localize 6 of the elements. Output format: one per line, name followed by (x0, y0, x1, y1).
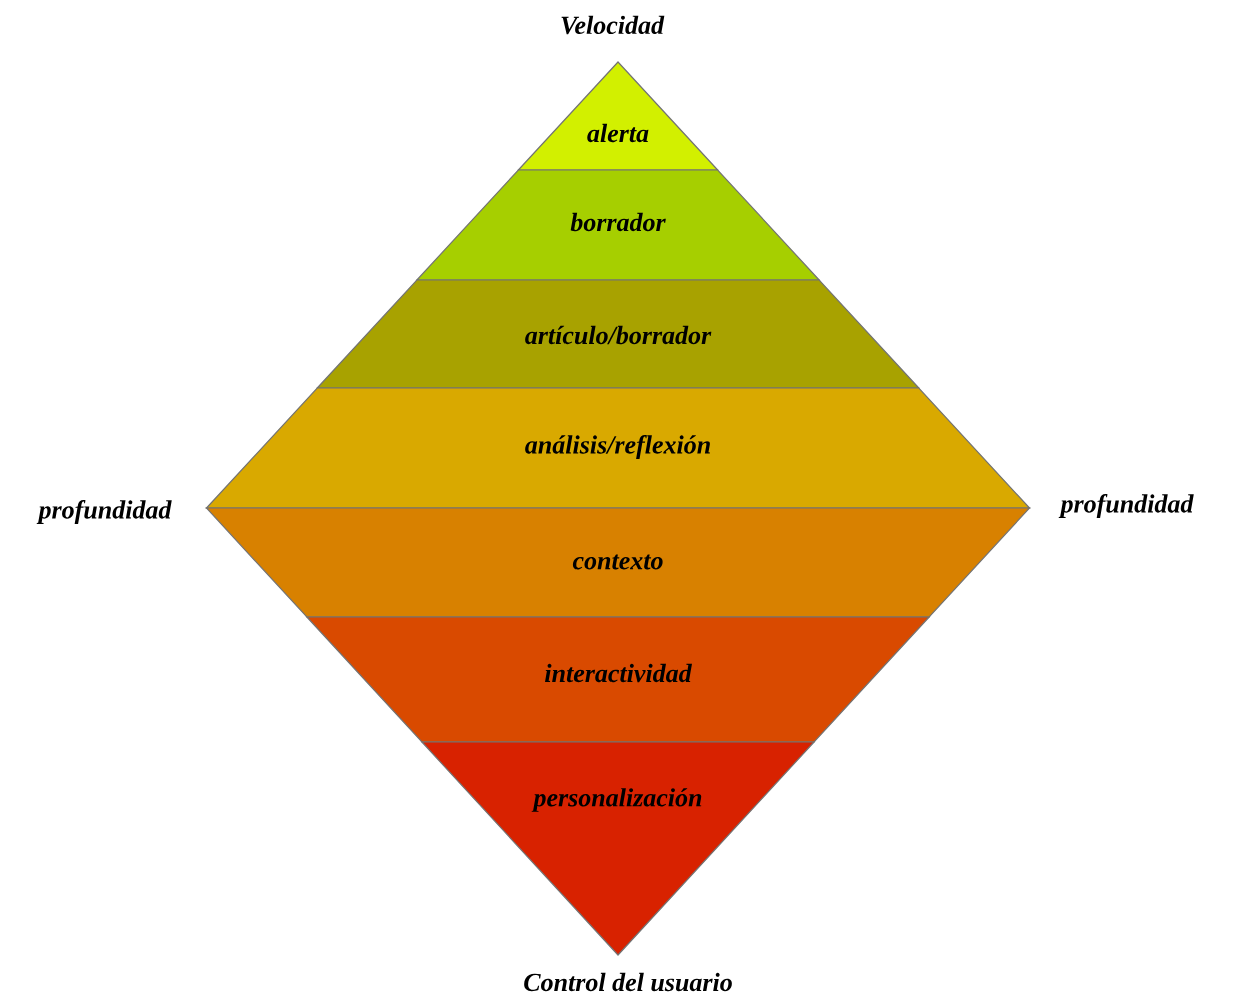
pyramid-band: alerta (517, 61, 720, 171)
pyramid-band: análisis/reflexión (205, 387, 1031, 509)
axis-label: Velocidad (561, 15, 665, 35)
axis-label: profundidad (36, 500, 172, 524)
axis-label: profundidad (1058, 494, 1194, 518)
pyramid-band: contexto (205, 507, 1031, 618)
